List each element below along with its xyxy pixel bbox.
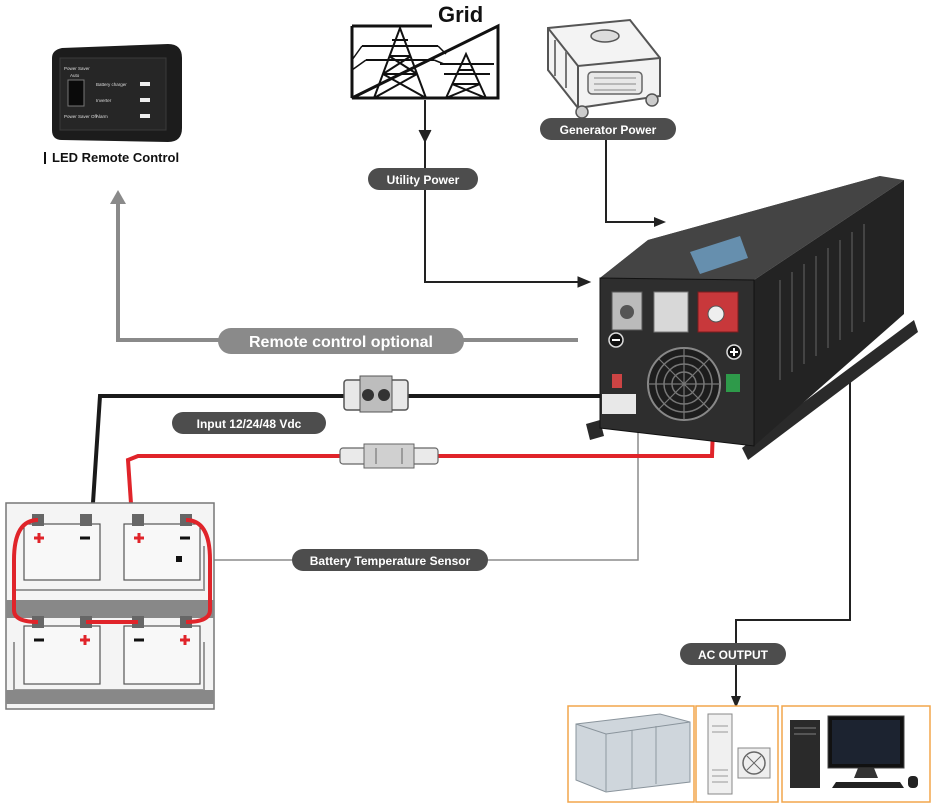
svg-text:Input 12/24/48 Vdc: Input 12/24/48 Vdc: [197, 417, 302, 431]
remote-battery-charger: Battery charger: [96, 82, 127, 87]
fuse-holder-icon: [339, 443, 439, 469]
load-server-cabinet: [567, 705, 695, 803]
svg-text:Utility Power: Utility Power: [387, 173, 460, 187]
battery-icon: [123, 616, 201, 685]
battery-icon: [23, 514, 101, 581]
remote-power-saver: Power Saver: [64, 66, 90, 71]
led-remote-control: Power Saver Auto Battery charger Inverte…: [52, 44, 182, 142]
inverter-unit: [586, 176, 918, 460]
generator-power-label: Generator Power: [540, 118, 676, 140]
battery-icon: [123, 514, 201, 581]
led-remote-caption: LED Remote Control: [52, 150, 179, 165]
battery-icon: [23, 616, 101, 685]
remote-power-saver-off: Power Saver Off: [64, 114, 98, 119]
grid-section: Grid: [350, 2, 500, 100]
battery-temperature-sensor-label: Battery Temperature Sensor: [292, 549, 488, 571]
svg-text:Generator Power: Generator Power: [560, 123, 657, 137]
grid-title: Grid: [438, 2, 483, 27]
server-cabinet-icon: [575, 713, 691, 793]
svg-text:AC OUTPUT: AC OUTPUT: [698, 648, 769, 662]
ac-output-label: AC OUTPUT: [680, 643, 786, 665]
battery-bank: [5, 502, 215, 710]
remote-auto: Auto: [70, 73, 80, 78]
fuse-icon: [343, 375, 409, 413]
generator-icon: [547, 18, 661, 119]
remote-inverter: Inverter: [96, 98, 112, 103]
input-vdc-label: Input 12/24/48 Vdc: [172, 412, 326, 434]
svg-text:Remote control optional: Remote control optional: [249, 334, 433, 351]
load-air-conditioner: [695, 705, 779, 803]
remote-alarm: Alarm: [96, 114, 108, 119]
transmission-tower-icon: [350, 23, 500, 100]
load-computer: [781, 705, 931, 803]
computer-icon: [790, 715, 918, 788]
fan-icon: [647, 347, 721, 421]
air-conditioner-icon: [707, 713, 771, 795]
utility-power-label: Utility Power: [368, 168, 478, 190]
svg-text:Battery Temperature Sensor: Battery Temperature Sensor: [310, 554, 471, 568]
remote-control-optional-label: Remote control optional: [218, 328, 464, 354]
